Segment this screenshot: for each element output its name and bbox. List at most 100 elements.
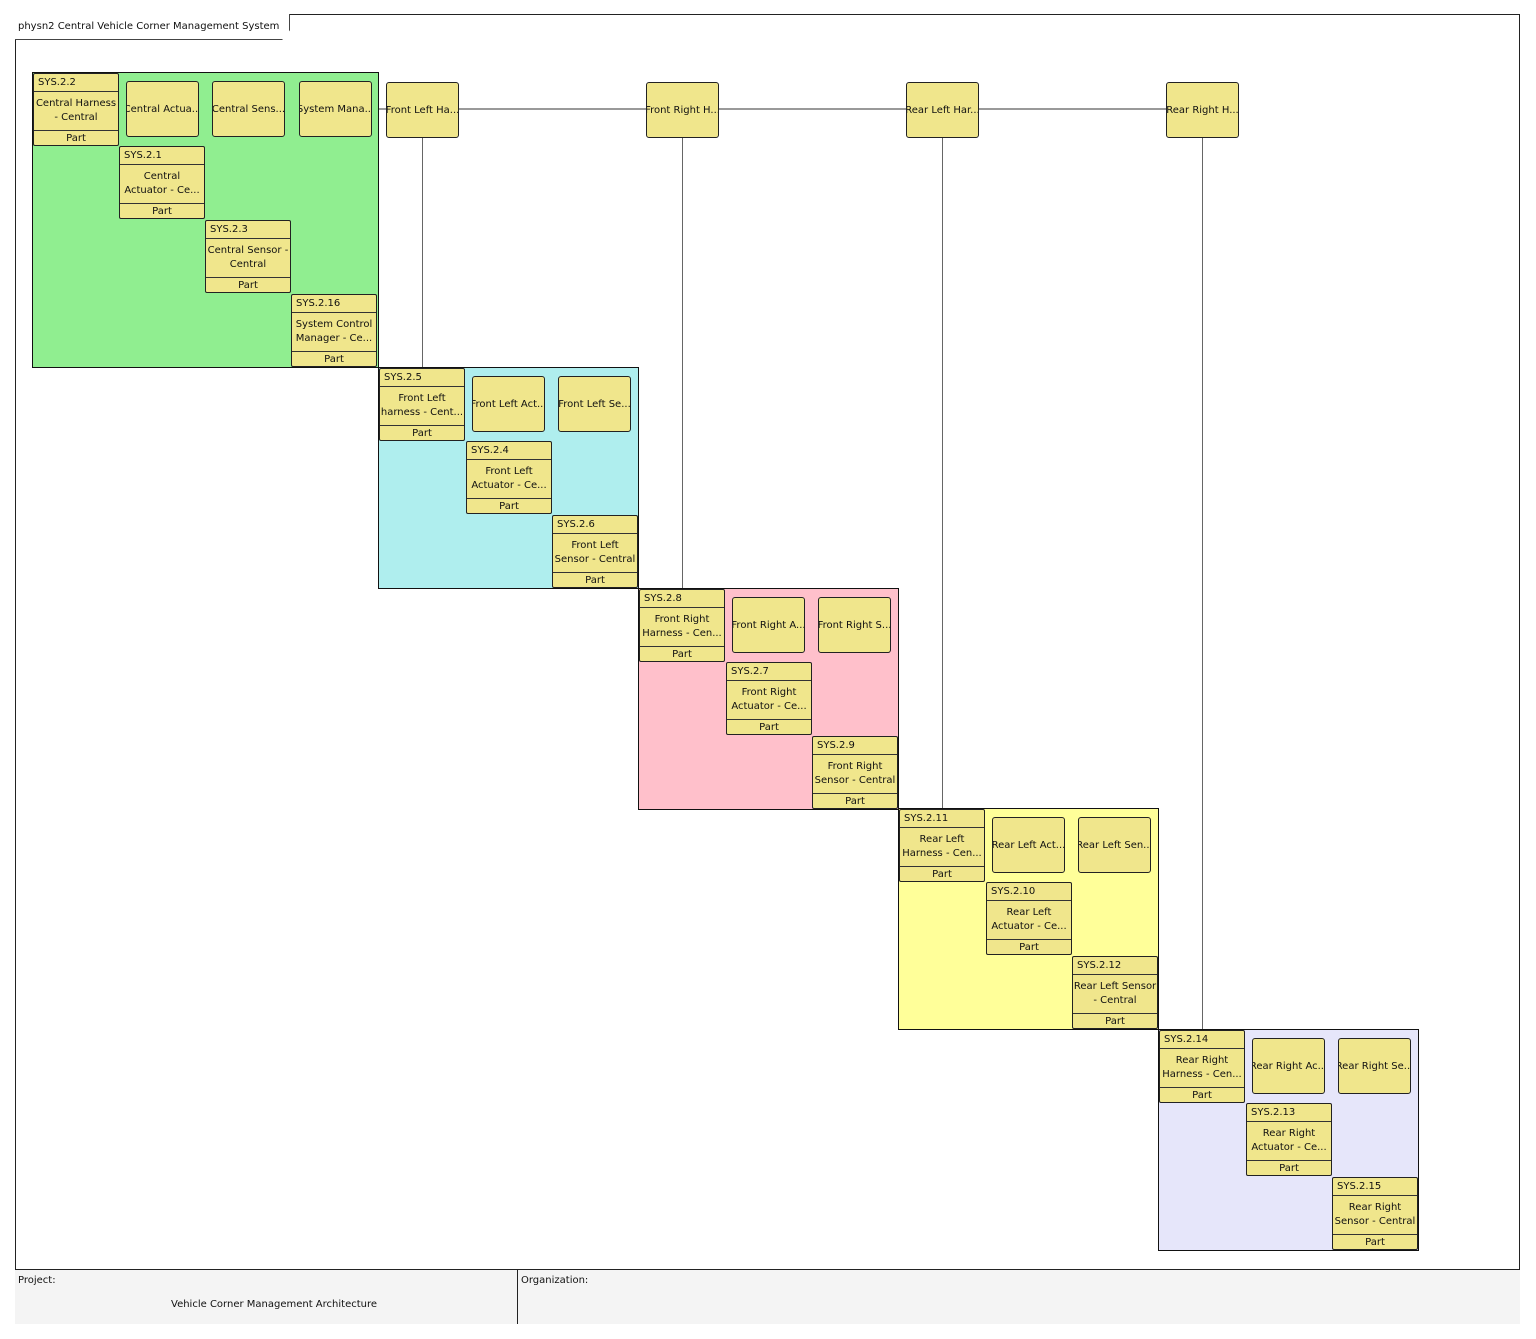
part-name-line: Front Left: [485, 466, 533, 477]
part-name: Central Sensor - Central: [206, 239, 290, 278]
block-box[interactable]: Central Sens...: [212, 81, 285, 137]
part-name-line: Front Left: [571, 540, 619, 551]
part-stereotype: Part: [499, 501, 519, 512]
part-name-line: Front Right: [827, 761, 883, 772]
part-name-line: Central Harness: [35, 98, 117, 109]
block-box[interactable]: Front Left Se...: [558, 376, 631, 432]
part-id: SYS.2.11: [900, 810, 984, 828]
block-box[interactable]: Central Actua...: [126, 81, 199, 137]
block-box[interactable]: Front Left Ha...: [386, 82, 459, 138]
part-name-line: Actuator - Ce...: [731, 701, 807, 712]
part-name-line: - Central: [54, 112, 98, 123]
block-box[interactable]: Front Right H...: [646, 82, 719, 138]
part-name-line: Manager - Ce...: [295, 333, 373, 344]
part-id: SYS.2.7: [727, 663, 811, 681]
part-stereotype: Part: [1192, 1090, 1212, 1101]
part-id: SYS.2.2: [34, 74, 118, 92]
project-cell: Project: Vehicle Corner Management Archi…: [15, 1270, 518, 1324]
part-id: SYS.2.15: [1333, 1178, 1417, 1196]
part-stereotype: Part: [1105, 1016, 1125, 1027]
part-stereotype: Part: [585, 575, 605, 586]
part-name-line: Front Left: [398, 393, 446, 404]
part-name-line: Central: [143, 171, 181, 182]
part-name-line: Central Sensor -: [207, 245, 289, 256]
part-stereotype: Part: [1019, 942, 1039, 953]
part-stereotype: Part: [845, 796, 865, 807]
part-name-line: Actuator - Ce...: [1251, 1142, 1327, 1153]
project-label: Project:: [18, 1275, 56, 1286]
part-stereotype: Part: [66, 133, 86, 144]
organization-label: Organization:: [521, 1275, 589, 1286]
part-stereotype: Part: [324, 354, 344, 365]
part-id: SYS.2.6: [553, 516, 637, 534]
part-id: SYS.2.4: [467, 442, 551, 460]
part-id: SYS.2.10: [987, 883, 1071, 901]
block-box[interactable]: System Mana...: [299, 81, 372, 137]
part-name-line: Rear Left: [1006, 907, 1052, 918]
block-box[interactable]: Rear Right Se...: [1338, 1038, 1411, 1094]
part-name-line: Sensor - Central: [554, 554, 636, 565]
block-box[interactable]: Rear Left Act...: [992, 817, 1065, 873]
block-box[interactable]: Rear Right Ac...: [1252, 1038, 1325, 1094]
part-id: SYS.2.16: [292, 295, 376, 313]
project-value: Vehicle Corner Management Architecture: [171, 1299, 378, 1310]
part-id: SYS.2.12: [1073, 957, 1157, 975]
part-id: SYS.2.13: [1247, 1104, 1331, 1122]
part-name-line: Central: [229, 259, 267, 270]
part-name-line: Front Right: [654, 614, 710, 625]
part-name-line: - Central: [1093, 995, 1137, 1006]
part-name-line: Rear Right: [1175, 1055, 1229, 1066]
part-id: SYS.2.1: [120, 147, 204, 165]
block-box[interactable]: Front Right S...: [818, 597, 891, 653]
part-id: SYS.2.3: [206, 221, 290, 239]
part-id: SYS.2.14: [1160, 1031, 1244, 1049]
part-name-line: Harness - Cen...: [1162, 1069, 1242, 1080]
part-name-line: harness - Cent...: [380, 407, 464, 418]
part-name: Rear Left Sensor- Central: [1073, 975, 1157, 1014]
block-box[interactable]: Rear Right H...: [1166, 82, 1239, 138]
part-stereotype: Part: [1365, 1237, 1385, 1248]
block-box[interactable]: Rear Left Har...: [906, 82, 979, 138]
part-stereotype: Part: [932, 869, 952, 880]
part-name-line: System Control: [295, 319, 373, 330]
part-id: SYS.2.5: [380, 369, 464, 387]
diagram-title: physn2 Central Vehicle Corner Management…: [15, 14, 291, 40]
organization-cell: Organization:: [518, 1270, 1518, 1324]
part-name: Front Left harness - Cent...: [380, 387, 464, 426]
block-box[interactable]: Front Right A...: [732, 597, 805, 653]
part-id: SYS.2.9: [813, 737, 897, 755]
title-block: Project: Vehicle Corner Management Archi…: [15, 1269, 1520, 1324]
block-box[interactable]: Rear Left Sen...: [1078, 817, 1151, 873]
block-box[interactable]: Front Left Act...: [472, 376, 545, 432]
part-name-line: Front Right: [741, 687, 797, 698]
part-name-line: Rear Left: [919, 834, 965, 845]
